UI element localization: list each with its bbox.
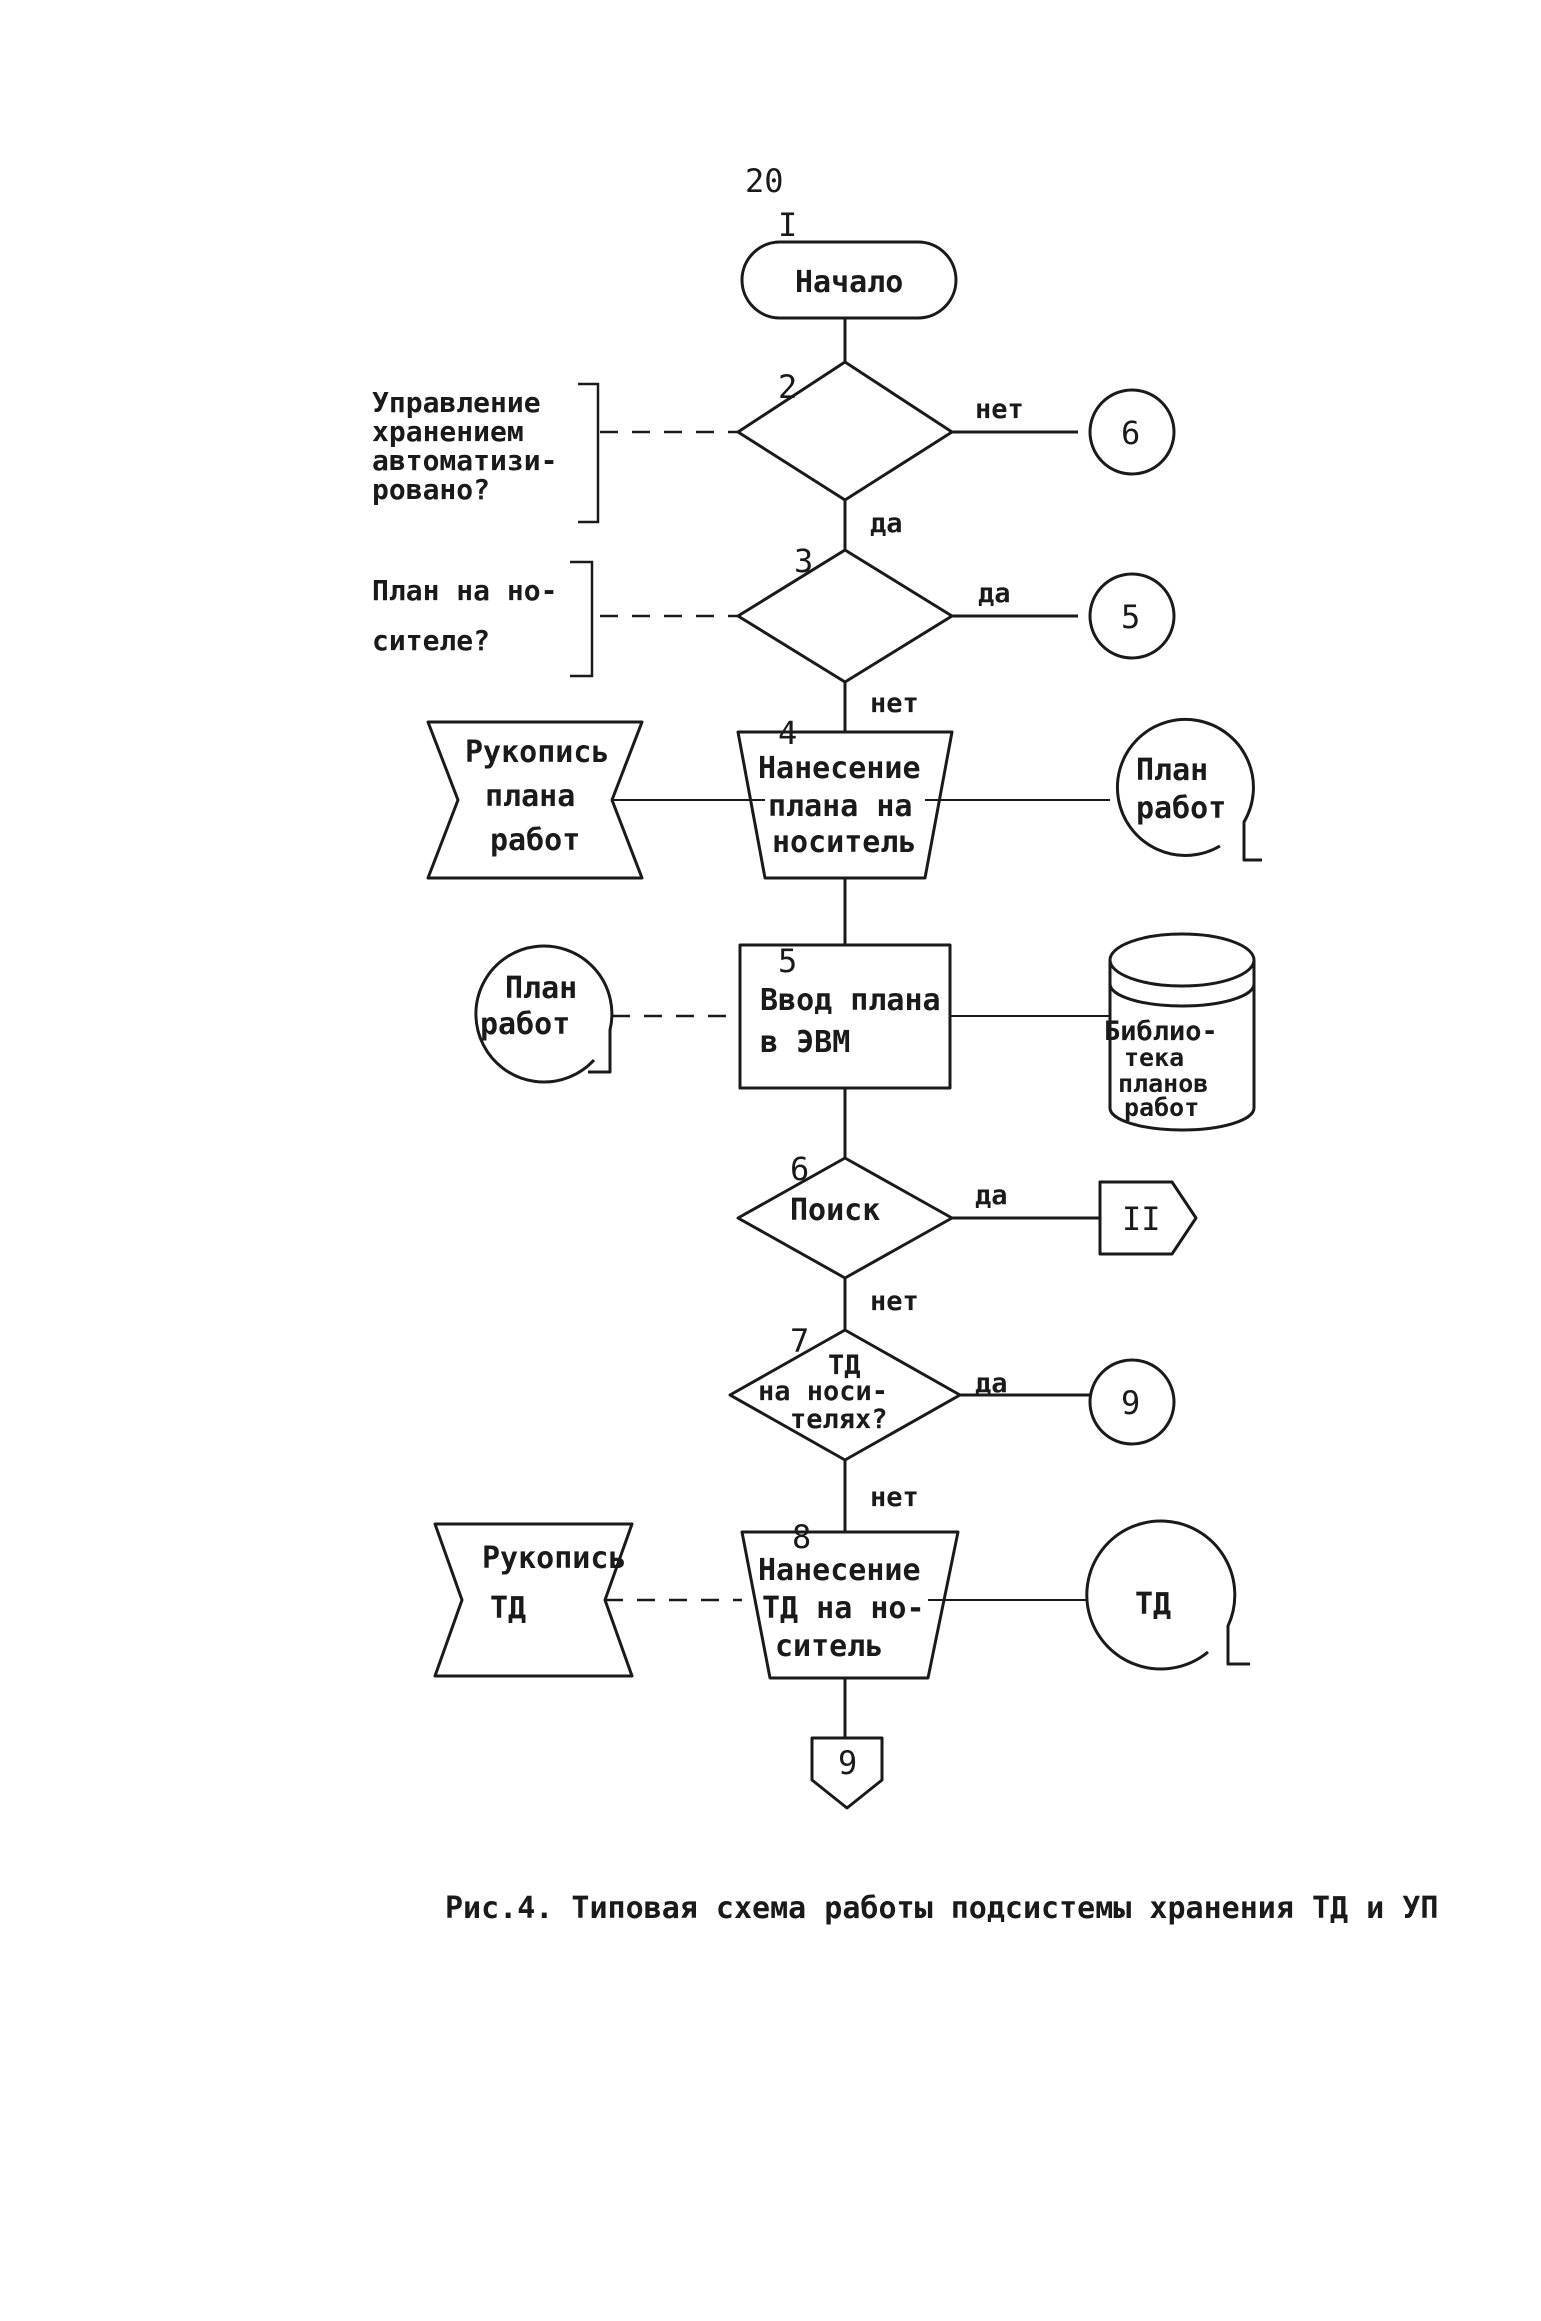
document-line-2: работ: [1136, 791, 1226, 826]
document-shape: [474, 944, 614, 1084]
branch-label-yes: да: [975, 1368, 1008, 1399]
library-line-1: Библио-: [1104, 1016, 1218, 1047]
connector-9-right: 9: [1088, 1358, 1176, 1446]
manuscript-plan: Рукопись плана работ: [426, 720, 765, 880]
block-line-1: Нанесение: [758, 1553, 921, 1588]
manual-input-shape: [433, 1522, 634, 1678]
block-8-manual-input: 8 Нанесение ТД на но- ситель: [740, 1518, 960, 1680]
decision-shape: [728, 1328, 962, 1462]
terminator-shape: [740, 240, 958, 320]
annotation-line-3: автоматизи-: [372, 444, 557, 477]
offpage-connector-11: II: [1098, 1180, 1198, 1256]
annotation-bracket: [578, 382, 600, 524]
manuscript-td: Рукопись ТД: [433, 1522, 742, 1678]
block-number: 8: [792, 1518, 811, 1556]
connector-6: 6: [1088, 388, 1176, 476]
block-3-decision: 3 да нет План на но- сителе?: [372, 542, 1078, 719]
block-number: I: [778, 206, 797, 244]
annotation-line-2: хранением: [372, 415, 524, 448]
block-number: 5: [778, 942, 797, 980]
block-number: 3: [794, 542, 813, 580]
manuscript-line-2: плана: [485, 779, 575, 814]
library-line-4: работ: [1124, 1093, 1199, 1122]
block-number: 2: [778, 368, 797, 406]
block-number: 6: [790, 1150, 809, 1188]
connector-label: 9: [1121, 1384, 1140, 1422]
connector-label: 9: [838, 1744, 857, 1782]
offpage-connector-9-bottom: 9: [810, 1736, 884, 1810]
block-line-3: носитель: [772, 825, 917, 860]
block-line-2: в ЭВМ: [760, 1025, 850, 1060]
page-number: 20: [745, 162, 784, 200]
annotation-bracket: [570, 560, 594, 678]
manual-input-shape: [426, 720, 644, 880]
branch-label-no: нет: [870, 1286, 919, 1317]
figure-caption: Рис.4. Типовая схема работы подсистемы х…: [445, 1891, 1438, 1926]
block-line-2: ТД на но-: [762, 1591, 925, 1626]
manuscript-line-1: Рукопись: [482, 1541, 627, 1576]
block-label: Начало: [795, 265, 903, 300]
block-line-2: на носи-: [758, 1376, 888, 1407]
document-td: ТД: [928, 1519, 1250, 1671]
decision-shape: [736, 360, 954, 502]
block-line-1: Нанесение: [758, 751, 921, 786]
connector-label: 5: [1121, 598, 1140, 636]
connector-label: 6: [1121, 414, 1140, 452]
block-2-decision: 2 нет да Управление хранением автоматизи…: [372, 360, 1078, 539]
connector-circle: [1088, 572, 1176, 660]
trapezoid-shape: [740, 1530, 960, 1680]
branch-label-no: нет: [975, 394, 1024, 425]
offpage-shape: [810, 1736, 884, 1810]
manuscript-line-3: работ: [490, 823, 580, 858]
manuscript-line-1: Рукопись: [465, 735, 610, 770]
block-number: 7: [790, 1322, 809, 1360]
annotation-line-4: ровано?: [372, 473, 490, 506]
block-6-decision: 6 Поиск да нет: [736, 1150, 1100, 1317]
branch-label-yes: да: [978, 578, 1011, 609]
block-line-3: ситель: [775, 1629, 883, 1664]
document-label: ТД: [1135, 1587, 1171, 1622]
document-line-1: План: [505, 971, 577, 1006]
offpage-shape: [1098, 1180, 1198, 1256]
block-7-decision: 7 ТД на носи- телях? да нет: [728, 1322, 1090, 1513]
block-line-3: телях?: [790, 1404, 888, 1435]
decision-shape: [736, 1156, 954, 1280]
decision-shape: [736, 548, 954, 684]
branch-label-no: нет: [870, 688, 919, 719]
library-line-3: планов: [1118, 1069, 1208, 1098]
document-plan-right: План работ: [925, 717, 1262, 862]
block-5-process: 5 Ввод плана в ЭВМ: [738, 942, 952, 1090]
document-shape: [1115, 717, 1262, 862]
connector-5: 5: [1088, 572, 1176, 660]
block-line-1: ТД: [828, 1350, 861, 1381]
library-line-2: тека: [1124, 1043, 1184, 1072]
document-line-1: План: [1136, 753, 1208, 788]
branch-label-yes: да: [870, 508, 903, 539]
connector-circle: [1088, 388, 1176, 476]
block-line-1: Ввод плана: [760, 983, 941, 1018]
branch-label-no: нет: [870, 1482, 919, 1513]
document-plan-left: План работ: [474, 944, 740, 1084]
storage-ring: [1108, 983, 1256, 1008]
library-storage: Библио- тека планов работ: [950, 932, 1256, 1132]
block-line-2: плана на: [768, 789, 913, 824]
annotation-line-2: сителе?: [372, 624, 490, 657]
block-label: Поиск: [790, 1193, 880, 1228]
storage-top: [1108, 932, 1256, 988]
process-shape: [738, 943, 952, 1090]
manuscript-line-2: ТД: [490, 1591, 526, 1626]
connector-circle: [1088, 1358, 1176, 1446]
block-4-manual-input: 4 Нанесение плана на носитель: [736, 714, 954, 880]
annotation-line-1: Управление: [372, 386, 541, 419]
annotation-line-1: План на но-: [372, 574, 557, 607]
document-shape: [1085, 1519, 1250, 1671]
block-1-start: I Начало: [740, 206, 958, 320]
branch-label-yes: да: [975, 1180, 1008, 1211]
trapezoid-shape: [736, 730, 954, 880]
block-number: 4: [778, 714, 797, 752]
connector-label: II: [1122, 1200, 1161, 1238]
document-line-2: работ: [480, 1007, 570, 1042]
